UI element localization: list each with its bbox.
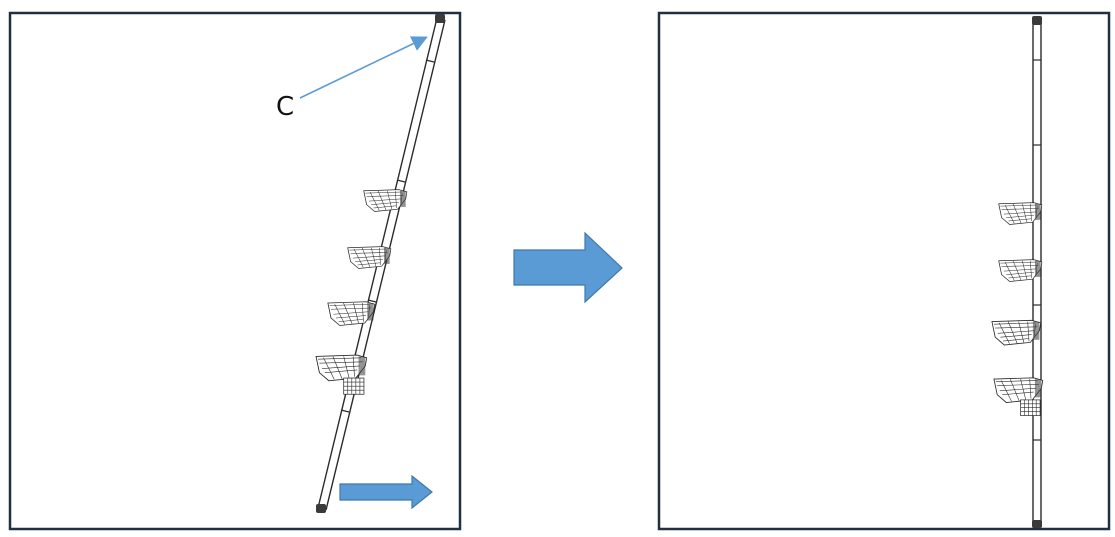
panel-before-frame <box>8 11 462 531</box>
callout-pointer <box>299 36 428 99</box>
pole-bottom-cap <box>316 504 326 513</box>
transition-arrow <box>513 231 623 304</box>
panel-before: C <box>8 11 462 531</box>
pole-bottom-cap <box>1032 520 1042 528</box>
callout-label-c: C <box>276 92 294 122</box>
push-arrow <box>339 474 433 510</box>
pole-top-cap <box>1032 16 1042 25</box>
pole-top-cap <box>435 14 445 23</box>
panel-after <box>657 11 1111 531</box>
